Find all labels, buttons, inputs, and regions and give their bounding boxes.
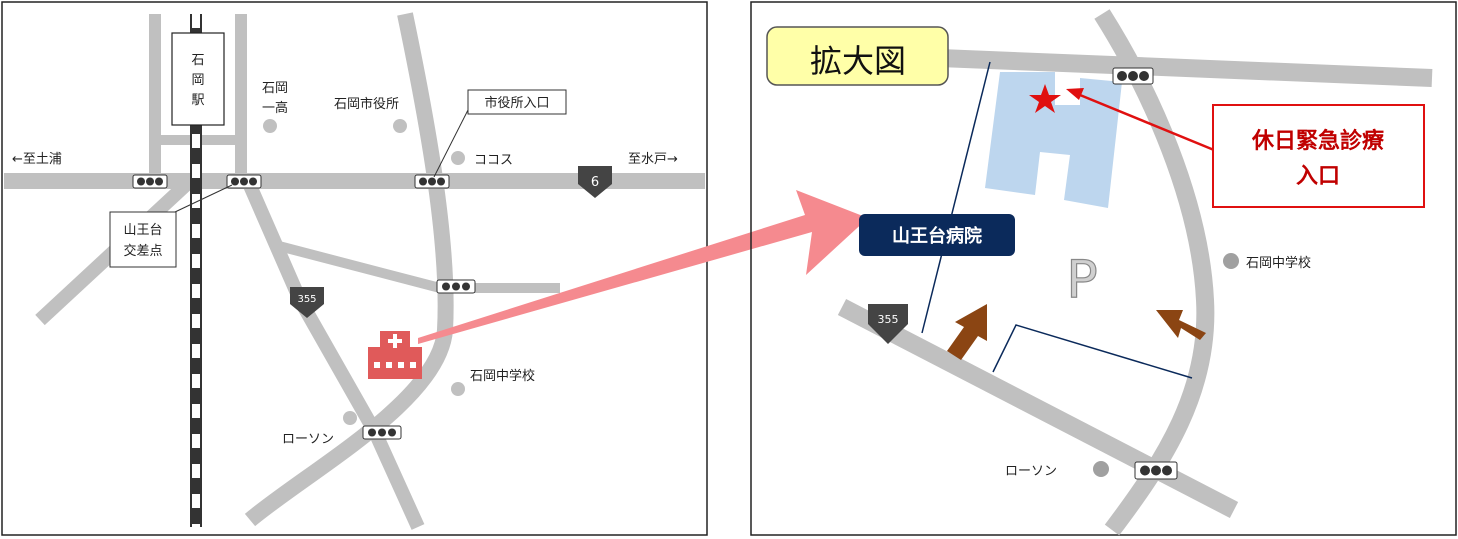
emergency-entrance-box — [1212, 104, 1425, 208]
traffic-light-icon — [1112, 67, 1154, 85]
left-map: 石 岡 駅 石岡 一高 石岡市役所 ココス ←至土浦 至水戸→ 石岡中学校 ロー… — [1, 1, 708, 536]
route-355-shield-icon: 355 — [290, 287, 324, 318]
hospital-name-box — [859, 214, 1015, 256]
ikko-label-2: 一高 — [262, 100, 288, 116]
parking-label: P — [1066, 250, 1097, 310]
school-label: 石岡中学校 — [470, 368, 535, 384]
school-dot-icon — [451, 382, 465, 396]
route-355-shield-icon-zoom: 355 — [868, 304, 908, 344]
hospital-name-label: 山王台病院 — [892, 225, 982, 247]
school-dot-icon-zoom — [1223, 253, 1239, 269]
cocos-label: ココス — [474, 153, 513, 168]
traffic-light-icon — [1134, 461, 1178, 480]
ikko-dot-icon — [263, 119, 277, 133]
right-map-frame — [750, 1, 1457, 536]
lawson-dot-icon-zoom — [1093, 461, 1109, 477]
traffic-light-icon — [414, 174, 450, 189]
traffic-light-icon — [362, 425, 402, 440]
right-map: 拡大図 山王台病院 P 355 石岡中学校 ローソン 休日緊急診療 入口 — [750, 1, 1457, 536]
route-355-road-zoom — [837, 299, 1239, 518]
traffic-light-icon — [132, 174, 168, 189]
site-boundary — [921, 61, 1193, 379]
hospital-icon — [368, 331, 422, 379]
cityhall-dot-icon — [393, 119, 407, 133]
station-char-3: 駅 — [191, 93, 204, 108]
traffic-lights-left — [132, 174, 476, 440]
entrance-star-icon — [1029, 84, 1061, 113]
route-355-label: 355 — [297, 294, 316, 305]
emergency-entrance-label-2: 入口 — [1296, 164, 1340, 189]
sannodai-label-2: 交差点 — [123, 243, 162, 259]
lawson-label-zoom: ローソン — [1005, 464, 1057, 479]
cityhall-entrance-label: 市役所入口 — [484, 95, 549, 111]
hospital-building — [985, 72, 1122, 208]
cocos-dot-icon — [451, 151, 465, 165]
ikko-label-1: 石岡 — [262, 81, 288, 96]
route-355-label-zoom: 355 — [878, 313, 899, 326]
north-road — [939, 49, 1433, 87]
station-box: 石 岡 駅 — [171, 32, 225, 126]
cityhall-entrance-box — [467, 89, 567, 115]
traffic-light-icon — [226, 174, 262, 189]
lawson-dot-icon — [343, 411, 357, 425]
emergency-entrance-label-1: 休日緊急診療 — [1251, 128, 1384, 154]
route-6-label: 6 — [591, 175, 599, 190]
route-355-road — [241, 178, 425, 530]
access-arrow-west-icon — [947, 304, 987, 360]
traffic-light-icon — [436, 279, 476, 294]
station-char-1: 石 — [191, 53, 204, 68]
lawson-label: ローソン — [282, 432, 334, 447]
station-char-2: 岡 — [191, 73, 204, 88]
school-label-zoom: 石岡中学校 — [1246, 255, 1311, 271]
to-mito-label: 至水戸→ — [628, 152, 678, 167]
zoom-title: 拡大図 — [810, 42, 906, 80]
sannodai-intersection-box — [109, 211, 177, 268]
zoom-title-box — [766, 26, 949, 86]
access-arrow-east-icon — [1156, 310, 1206, 340]
sannodai-label-1: 山王台 — [123, 223, 162, 238]
callout-arrowhead-icon — [1066, 88, 1084, 100]
to-tsuchiura-label: ←至土浦 — [12, 152, 62, 167]
right-roads — [837, 9, 1433, 536]
route-6-shield-icon: 6 — [578, 166, 612, 198]
zoom-pointer-arrow-icon — [418, 190, 868, 344]
cityhall-label: 石岡市役所 — [334, 96, 399, 112]
